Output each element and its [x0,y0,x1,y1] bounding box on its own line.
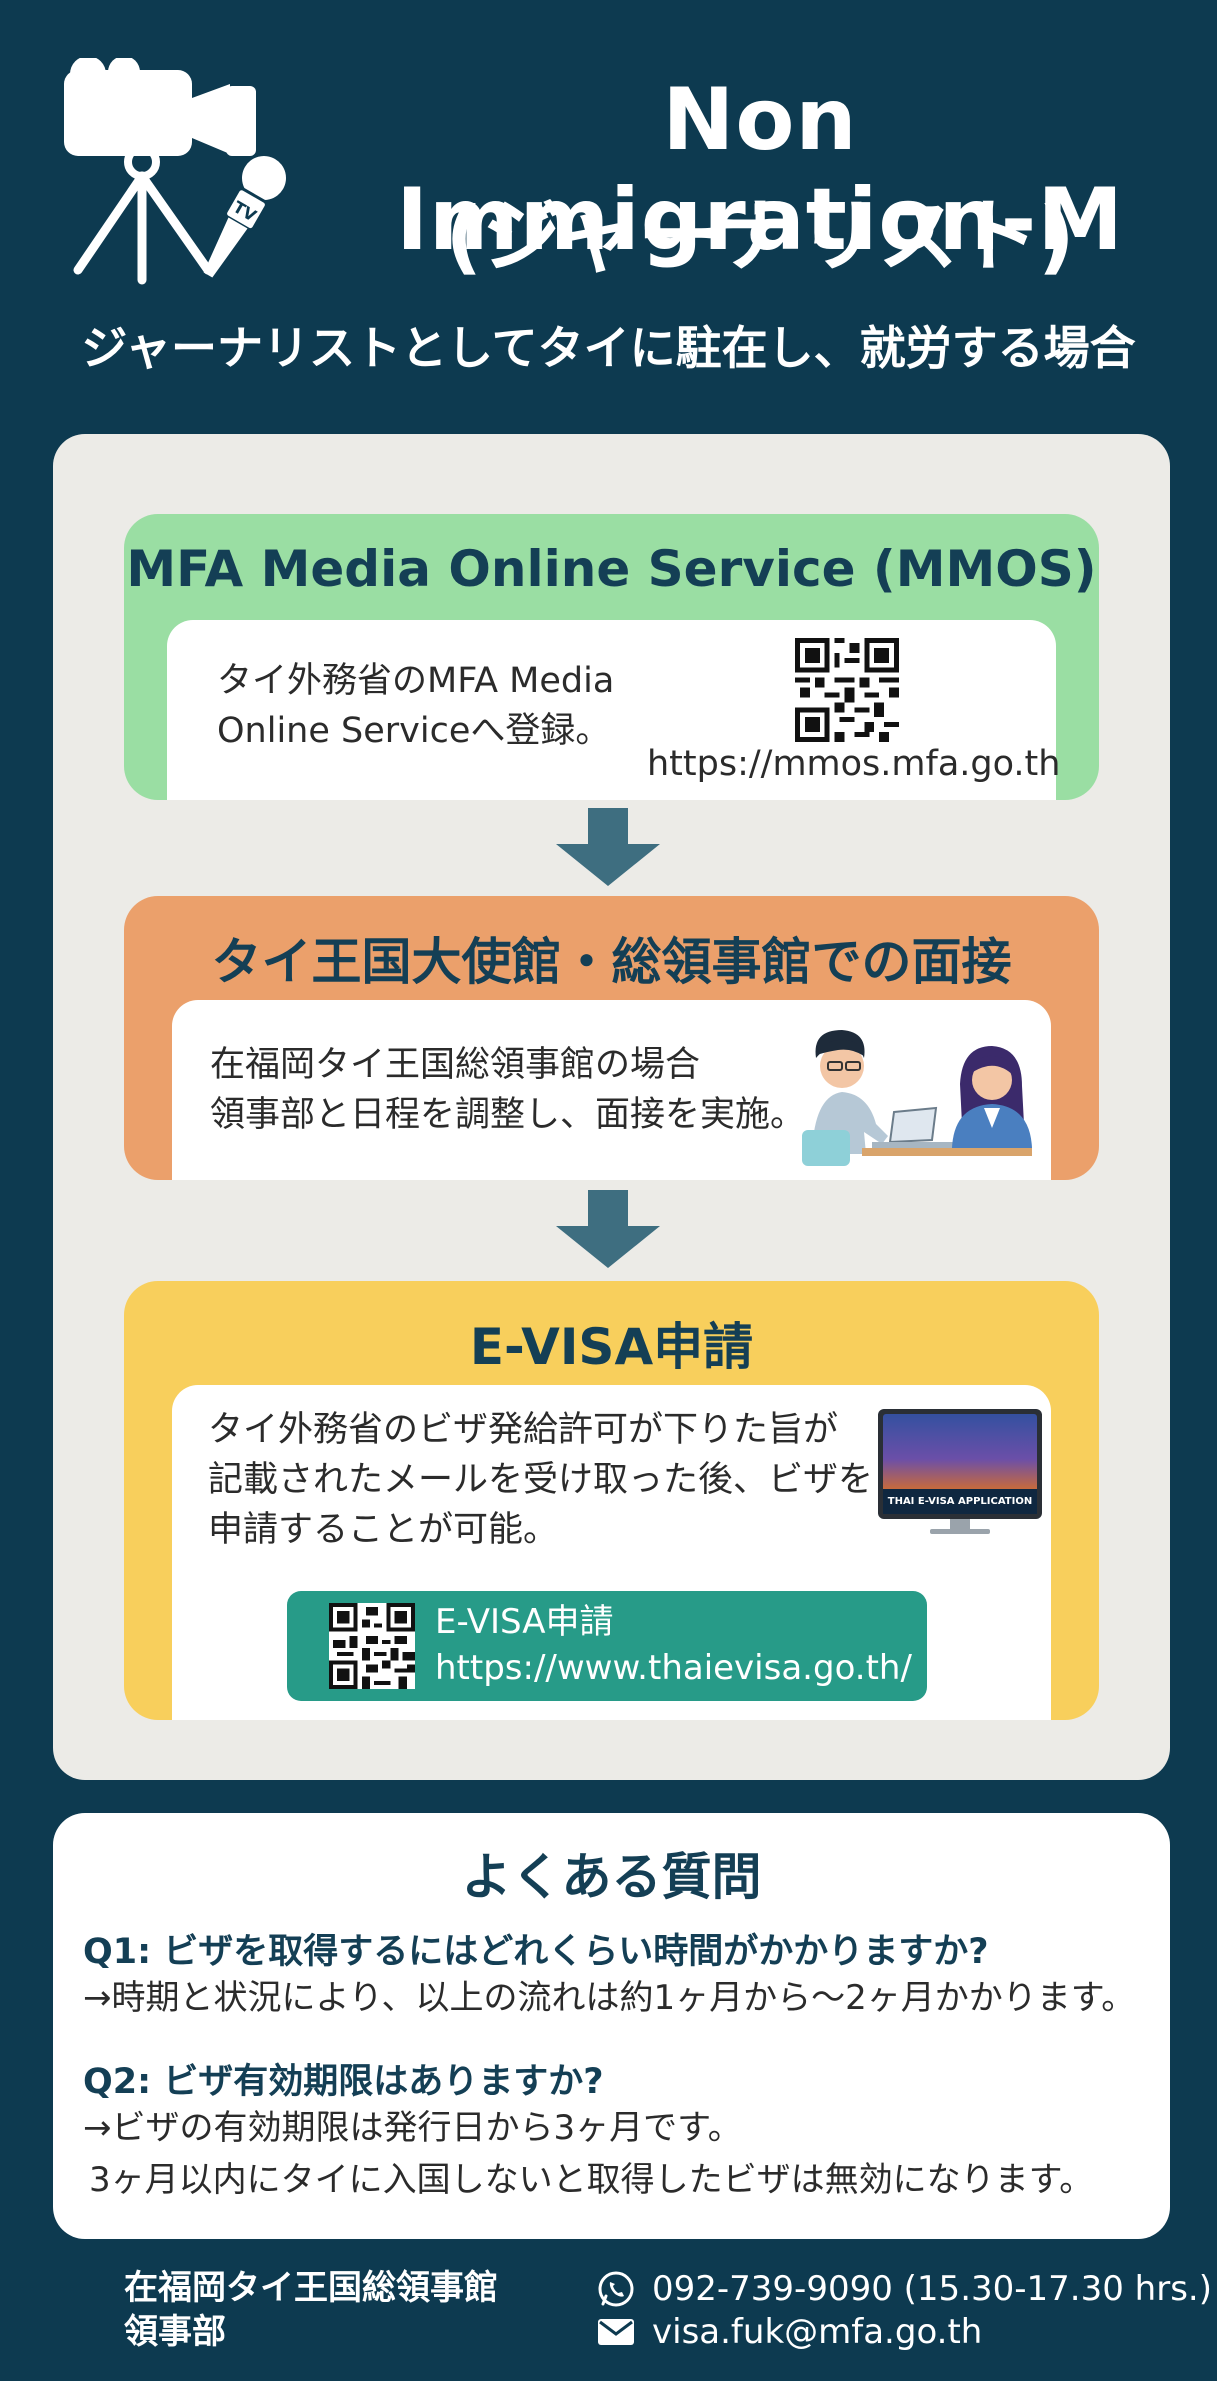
step-title: E-VISA申請 [469,1318,754,1376]
footer-org-dept: 領事部 [124,2312,226,2352]
step-body: タイ外務省のビザ発給許可が下りた旨が 記載されたメールを受け取った後、ビザを 申… [172,1385,1051,1720]
step-text-line: タイ外務省のMFA Media [217,661,615,701]
step-text-line: 領事部と日程を調整し、面接を実施。 [210,1095,806,1135]
step-title: タイ王国大使館・総領事館での面接 [211,933,1012,991]
page-title-subline: (ジャーナリスト) [445,190,1075,283]
qr-code-icon [329,1603,415,1689]
step-text-line: 在福岡タイ王国総領事館の場合 [210,1045,701,1085]
footer-email[interactable]: visa.fuk@mfa.go.th [652,2312,983,2352]
faq-title: よくある質問 [461,1848,762,1906]
evisa-apply-button[interactable]: E-VISA申請 https://www.thaievisa.go.th/ [287,1591,927,1701]
step-interview-card: タイ王国大使館・総領事館での面接 在福岡タイ王国総領事館の場合 領事部と日程を調… [124,896,1099,1180]
step-text-line: 記載されたメールを受け取った後、ビザを [208,1460,874,1500]
faq-answer: 3ヶ月以内にタイに入国しないと取得したビザは無効になります。 [89,2160,1094,2200]
step-title: MFA Media Online Service (MMOS) [126,540,1097,598]
step-text-line: Online Serviceへ登録。 [217,711,611,751]
envelope-icon [598,2319,634,2345]
step-body: タイ外務省のMFA Media Online Serviceへ登録。 https… [167,620,1060,800]
step-text-line: 申請することが可能。 [208,1510,559,1550]
footer-phone[interactable]: 092-739-9090 (15.30-17.30 hrs.) [652,2269,1212,2309]
page-subtitle: ジャーナリストとしてタイに駐在し、就労する場合 [81,321,1136,375]
faq-answer: →ビザの有効期限は発行日から3ヶ月です。 [83,2108,742,2148]
evisa-button-label: E-VISA申請 [435,1602,614,1642]
footer-org-name: 在福岡タイ王国総領事館 [124,2268,498,2308]
tv-camera-tripod-icon: TV [64,58,286,285]
mmos-url-link[interactable]: https://mmos.mfa.go.th [647,744,1061,784]
page-title: Non Immigration-M [396,70,1124,270]
interview-people-illustration [802,1030,1032,1166]
faq-question: Q2: ビザ有効期限はありますか? [83,2062,604,2102]
faq-question: Q1: ビザを取得するにはどれくらい時間がかかりますか? [83,1932,989,1972]
down-arrow-icon [556,808,660,886]
monitor-evisa-icon: THAI E-VISA APPLICATION [878,1409,1042,1539]
monitor-caption: THAI E-VISA APPLICATION [883,1489,1037,1514]
step-evisa-card: E-VISA申請 タイ外務省のビザ発給許可が下りた旨が 記載されたメールを受け取… [124,1281,1099,1720]
qr-code-icon[interactable] [795,638,899,742]
faq-answer: →時期と状況により、以上の流れは約1ヶ月から〜2ヶ月かかります。 [83,1978,1136,2018]
step-text-line: タイ外務省のビザ発給許可が下りた旨が [208,1410,839,1450]
phone-icon [598,2271,634,2307]
down-arrow-icon [556,1190,660,1268]
step-body: 在福岡タイ王国総領事館の場合 領事部と日程を調整し、面接を実施。 [172,1000,1051,1180]
evisa-button-url[interactable]: https://www.thaievisa.go.th/ [435,1648,912,1688]
faq-section: よくある質問 Q1: ビザを取得するにはどれくらい時間がかかりますか? →時期と… [53,1813,1170,2239]
step-mmos-card: MFA Media Online Service (MMOS) タイ外務省のMF… [124,514,1099,800]
